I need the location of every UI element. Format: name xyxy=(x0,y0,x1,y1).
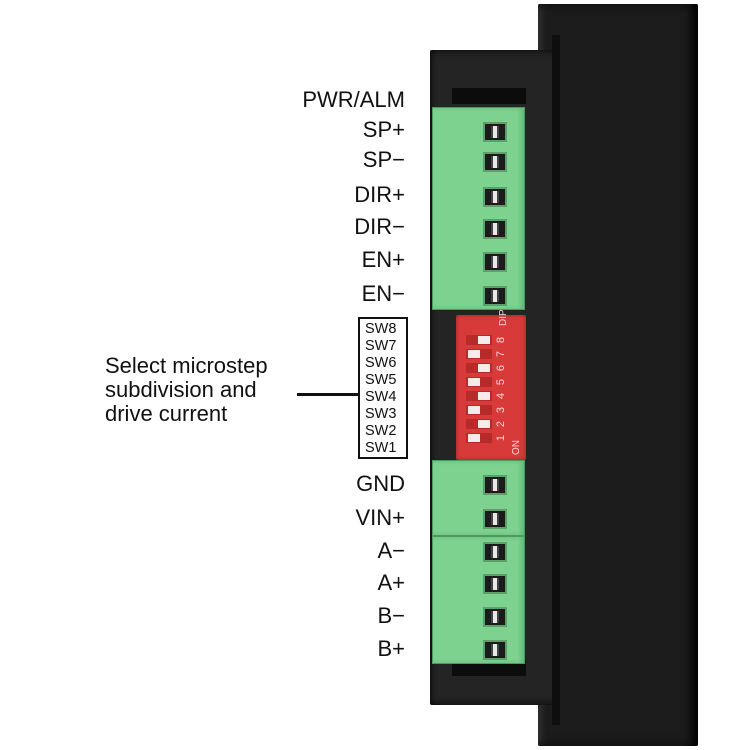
dip-number: 5 xyxy=(495,378,507,386)
dip-number: 4 xyxy=(495,392,507,400)
terminal-screw[interactable] xyxy=(483,640,507,660)
dip-switch-label: SW6 xyxy=(365,355,397,371)
callout-line-3: drive current xyxy=(105,401,228,426)
dip-number: 6 xyxy=(495,364,507,372)
dip-lever[interactable] xyxy=(478,420,490,428)
motor-pin-label-0: A− xyxy=(377,538,405,563)
dip-slot[interactable] xyxy=(466,349,492,359)
dip-slot[interactable] xyxy=(466,377,492,387)
pwr-alm-indicator-slot xyxy=(452,88,526,104)
dip-number: 8 xyxy=(495,336,507,344)
dip-switch-label: SW2 xyxy=(365,423,397,439)
terminal-screw[interactable] xyxy=(483,475,507,495)
dip-slot[interactable] xyxy=(466,419,492,429)
motor-pin-label-2: B− xyxy=(377,603,405,628)
callout-pointer-line xyxy=(297,393,358,396)
pin-label-1: SP+ xyxy=(362,117,405,142)
dip-lever[interactable] xyxy=(478,364,490,372)
dip-lever[interactable] xyxy=(478,392,490,400)
power-pin-label-1: VIN+ xyxy=(355,505,405,530)
dip-slot[interactable] xyxy=(466,405,492,415)
terminal-screw[interactable] xyxy=(483,122,507,142)
dip-number: 7 xyxy=(495,350,507,358)
dip-on-marker-text: ON xyxy=(511,440,522,455)
terminal-screw[interactable] xyxy=(483,252,507,272)
housing-edge xyxy=(552,35,560,725)
dip-lever[interactable] xyxy=(468,378,480,386)
terminal-screw[interactable] xyxy=(483,509,507,529)
pin-label-0: PWR/ALM xyxy=(302,87,405,112)
dip-lever[interactable] xyxy=(478,336,490,344)
dip-marker-text: DIP xyxy=(498,309,509,326)
signal-terminal-block xyxy=(432,107,525,310)
power-terminal-block xyxy=(432,460,525,536)
terminal-screw[interactable] xyxy=(483,574,507,594)
callout-text: Select microstep subdivision and drive c… xyxy=(105,354,268,426)
terminal-screw[interactable] xyxy=(483,542,507,562)
terminal-screw[interactable] xyxy=(483,607,507,627)
bottom-vent-slot xyxy=(452,660,526,676)
dip-lever[interactable] xyxy=(468,434,480,442)
pin-label-4: DIR− xyxy=(354,214,405,239)
driver-housing-back xyxy=(538,4,698,746)
dip-switch[interactable]: 8 7 6 5 4 3 2 1 xyxy=(456,315,526,460)
dip-slot[interactable] xyxy=(466,391,492,401)
dip-switch-label: SW5 xyxy=(365,372,397,388)
motor-terminal-block xyxy=(432,536,525,664)
dip-number: 3 xyxy=(495,406,507,414)
terminal-screw[interactable] xyxy=(483,286,507,306)
dip-slot[interactable] xyxy=(466,363,492,373)
terminal-screw[interactable] xyxy=(483,187,507,207)
dip-number: 1 xyxy=(495,434,507,442)
dip-switch-label: SW1 xyxy=(365,440,397,456)
callout-line-1: Select microstep xyxy=(105,353,268,378)
dip-switch-label: SW8 xyxy=(365,321,397,337)
dip-switch-label: SW7 xyxy=(365,338,397,354)
dip-lever[interactable] xyxy=(468,350,480,358)
dip-switch-label: SW3 xyxy=(365,406,397,422)
motor-pin-label-1: A+ xyxy=(377,570,405,595)
pin-label-3: DIR+ xyxy=(354,182,405,207)
pin-label-6: EN− xyxy=(361,281,405,306)
pin-label-5: EN+ xyxy=(361,247,405,272)
dip-slot[interactable] xyxy=(466,335,492,345)
dip-slot[interactable] xyxy=(466,433,492,443)
dip-switch-label: SW4 xyxy=(365,389,397,405)
dip-lever[interactable] xyxy=(468,406,480,414)
motor-pin-label-3: B+ xyxy=(377,636,405,661)
terminal-screw[interactable] xyxy=(483,152,507,172)
callout-line-2: subdivision and xyxy=(105,377,257,402)
terminal-screw[interactable] xyxy=(483,219,507,239)
dip-number: 2 xyxy=(495,420,507,428)
power-pin-label-0: GND xyxy=(356,471,405,496)
pin-label-2: SP− xyxy=(362,147,405,172)
